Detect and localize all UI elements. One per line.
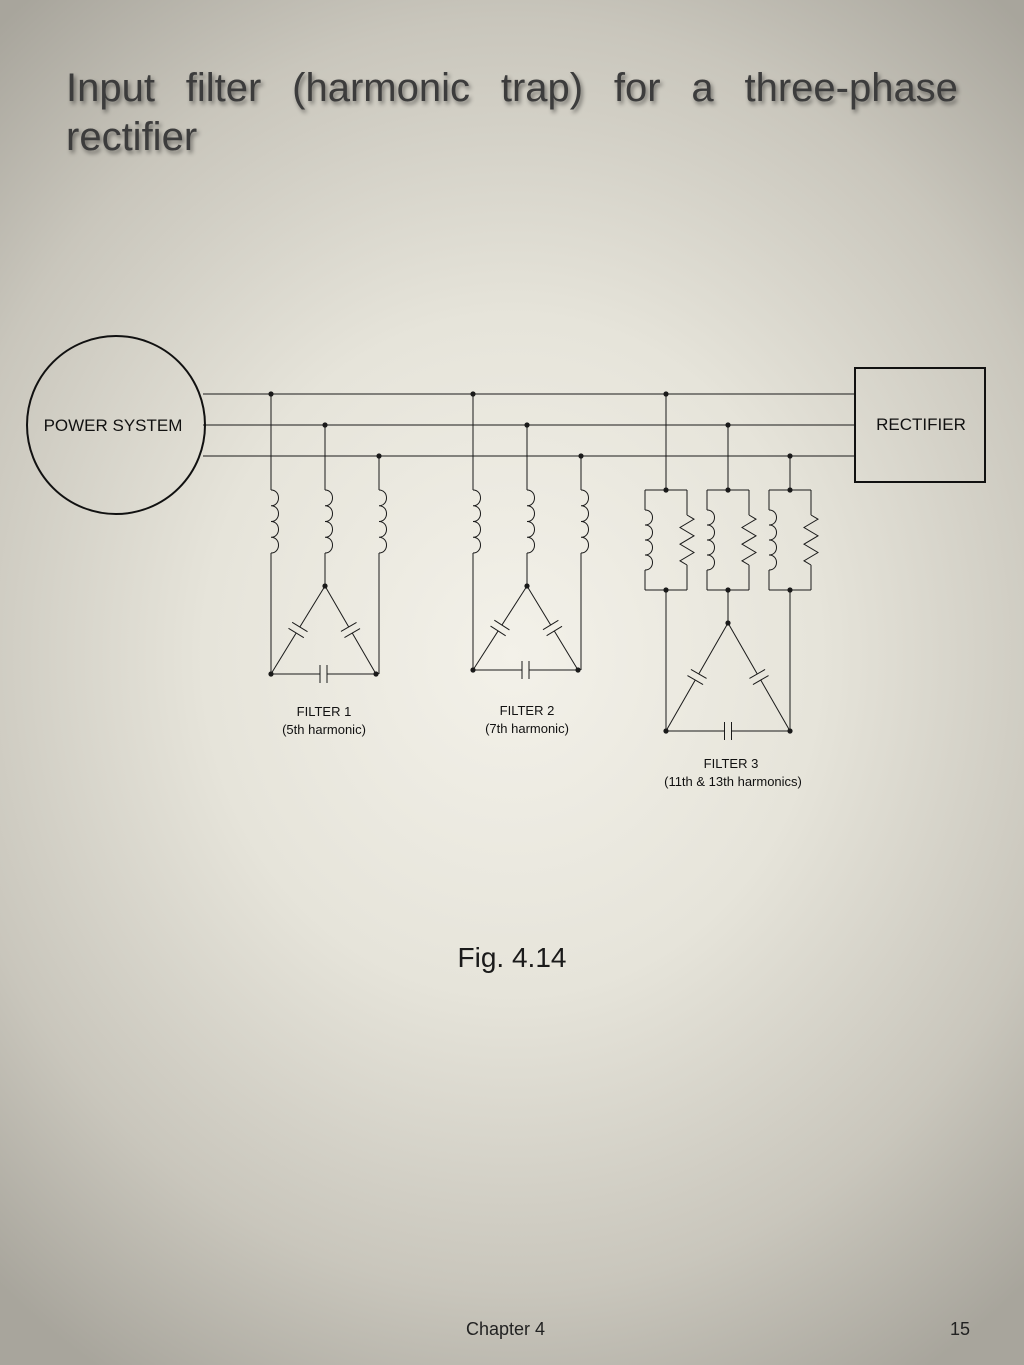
capacitor-plate: [490, 625, 506, 637]
junction-dot: [663, 487, 669, 493]
junction-dot: [376, 453, 382, 459]
capacitor-lead: [727, 622, 758, 675]
title-word: three-phase: [744, 66, 958, 110]
resistor-icon: [803, 514, 819, 566]
capacitor-lead: [501, 585, 528, 626]
junction-dot: [268, 391, 274, 397]
capacitor-lead: [665, 679, 696, 732]
title-line-1: Input filter (harmonic trap) for a three…: [66, 64, 958, 113]
capacitor-lead: [698, 622, 729, 675]
title-word: for: [613, 66, 661, 110]
resistor-icon: [679, 514, 695, 566]
rectifier-box: [854, 367, 986, 483]
inductor-icon: [270, 489, 279, 554]
capacitor-lead: [526, 585, 552, 626]
power-system-label: POWER SYSTEM: [44, 416, 183, 435]
capacitor-plate: [344, 628, 361, 638]
capacitor-plate: [288, 627, 305, 639]
junction-dot: [578, 453, 584, 459]
filter-3-description: (11th & 13th harmonics): [664, 774, 802, 789]
junction-dot: [470, 667, 476, 673]
junction-dot: [787, 587, 793, 593]
capacitor-plate: [687, 675, 704, 685]
filter-2-description: (7th harmonic): [485, 721, 569, 736]
filter-1-description: (5th harmonic): [282, 722, 366, 737]
inductor-icon: [324, 489, 333, 554]
title-word: a: [691, 66, 714, 110]
inductor-icon: [580, 489, 589, 554]
capacitor-plate: [291, 621, 308, 633]
filter-3-name: FILTER 3: [704, 756, 759, 771]
junction-dot: [663, 391, 669, 397]
junction-dot: [575, 667, 581, 673]
capacitor-lead: [299, 585, 326, 628]
junction-dot: [787, 728, 793, 734]
junction-dot: [725, 587, 731, 593]
inductor-icon: [378, 489, 387, 554]
filter-2-name: FILTER 2: [500, 703, 555, 718]
capacitor-plate: [749, 669, 766, 679]
footer-chapter: Chapter 4: [466, 1319, 546, 1339]
junction-dot: [725, 487, 731, 493]
junction-dot: [373, 671, 379, 677]
inductor-icon: [706, 509, 715, 571]
capacitor-plate: [546, 625, 563, 637]
title-word: filter: [185, 66, 262, 110]
junction-dot: [524, 422, 530, 428]
junction-dot: [470, 391, 476, 397]
capacitor-plate: [752, 675, 769, 685]
junction-dot: [268, 671, 274, 677]
inductor-icon: [644, 509, 653, 571]
capacitor-lead: [760, 679, 791, 732]
capacitor-plate: [494, 619, 510, 631]
figure-caption: Fig. 4.14: [457, 942, 567, 973]
junction-dot: [663, 728, 669, 734]
junction-dot: [322, 422, 328, 428]
capacitor-plate: [690, 669, 707, 679]
junction-dot: [725, 620, 731, 626]
capacitor-lead: [351, 632, 377, 675]
slide-title: Input filter (harmonic trap) for a three…: [66, 64, 958, 162]
capacitor-plate: [340, 622, 357, 632]
page-number: 15: [950, 1319, 971, 1339]
title-word: trap): [500, 66, 584, 110]
junction-dot: [725, 422, 731, 428]
title-line-2: rectifier: [66, 115, 198, 159]
power-system-circle: [26, 335, 206, 515]
title-word: (harmonic: [292, 66, 471, 110]
inductor-icon: [768, 509, 777, 571]
junction-dot: [322, 583, 328, 589]
junction-dot: [663, 587, 669, 593]
capacitor-lead: [270, 632, 297, 675]
junction-dot: [524, 583, 530, 589]
resistor-icon: [741, 514, 757, 566]
junction-dot: [787, 453, 793, 459]
inductor-icon: [472, 489, 481, 554]
capacitor-lead: [472, 630, 499, 671]
capacitor-lead: [553, 630, 579, 671]
inductor-icon: [526, 489, 535, 554]
title-word: Input: [66, 66, 155, 110]
filter-1-name: FILTER 1: [297, 704, 352, 719]
capacitor-lead: [324, 585, 350, 628]
rectifier-label: RECTIFIER: [876, 415, 966, 434]
capacitor-plate: [542, 619, 559, 631]
junction-dot: [787, 487, 793, 493]
